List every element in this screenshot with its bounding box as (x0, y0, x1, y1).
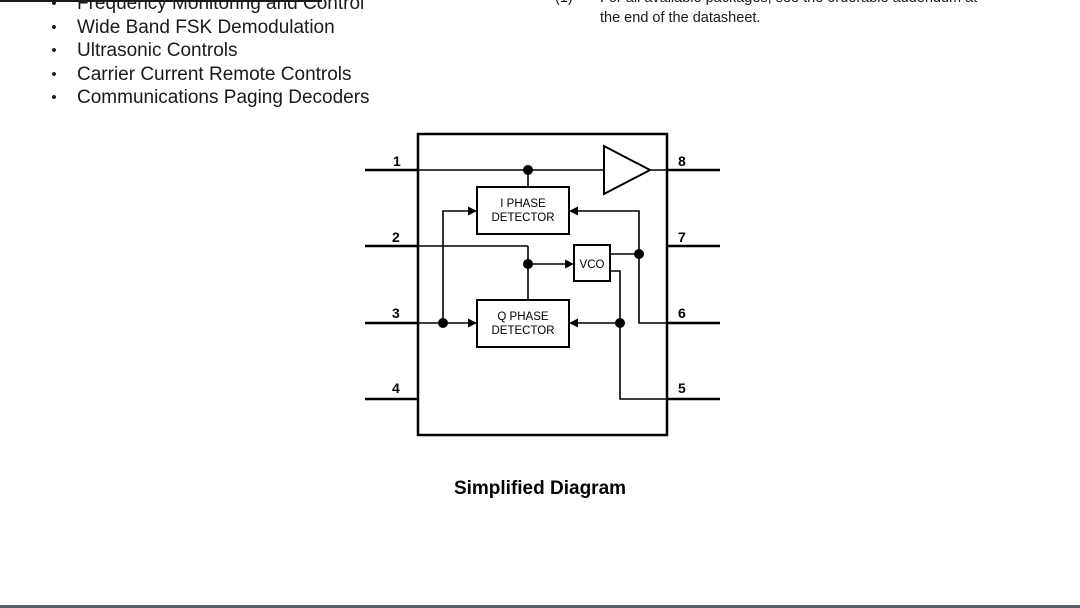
vco-label: VCO (580, 259, 605, 271)
q-phase-label-2: DETECTOR (491, 325, 554, 337)
list-item: • Carrier Current Remote Controls (50, 63, 370, 87)
bottom-edge-bar (0, 605, 1080, 608)
amplifier-icon (603, 144, 653, 196)
junction-dot (615, 318, 625, 328)
pin-4-label: 4 (392, 380, 400, 396)
i-phase-label-1: I PHASE (500, 198, 546, 210)
top-rule (0, 0, 322, 2)
list-item-text: Frequency Monitoring and Control (77, 0, 365, 14)
wire-pin7-node-to-pin6 (638, 254, 667, 324)
bullet-icon: • (51, 89, 57, 106)
bullet-icon: • (51, 0, 57, 12)
wire-vco-to-pin5 (610, 270, 667, 400)
pin-1-label: 1 (393, 153, 401, 169)
pin-6-label: 6 (678, 305, 686, 321)
i-phase-detector-block (476, 186, 570, 235)
wire-pin7-feedback-iphase (569, 206, 640, 254)
applications-list: • Frequency Monitoring and Control • Wide … (50, 0, 370, 110)
wire-pin3-to-iphase (442, 206, 477, 323)
q-phase-label-1: Q PHASE (497, 311, 548, 323)
list-item-text: Ultrasonic Controls (77, 40, 238, 61)
bullet-icon: • (51, 65, 57, 83)
junction-dot (634, 249, 644, 259)
junction-dot (523, 259, 533, 269)
junction-dot (523, 165, 533, 175)
pin-2-label: 2 (392, 229, 400, 245)
bullet-icon: • (51, 18, 57, 36)
junction-dot (438, 318, 448, 328)
q-phase-detector-block (476, 299, 570, 348)
pin-7-label: 7 (678, 229, 686, 245)
list-item-text: Wide Band FSK Demodulation (77, 16, 335, 38)
footnote-line-1: For all available packages, see the orde… (600, 0, 977, 8)
i-phase-label-2: DETECTOR (491, 212, 554, 224)
pin-3-label: 3 (392, 305, 400, 321)
footnote-line-2: the end of the datasheet. (600, 10, 761, 26)
list-item-text: Carrier Current Remote Controls (77, 63, 352, 85)
pin-5-label: 5 (678, 380, 686, 396)
list-item: • Wide Band FSK Demodulation (50, 16, 370, 40)
list-item: • Frequency Monitoring and Control (50, 0, 370, 16)
list-item-text: Communications Paging Decoders (77, 87, 370, 108)
pin-8-label: 8 (678, 153, 686, 169)
footnote-marker: (1) (555, 0, 573, 8)
vco-block (573, 244, 611, 282)
bullet-icon: • (51, 42, 57, 59)
ic-package-outline (416, 132, 669, 437)
list-item: • Ultrasonic Controls (50, 39, 370, 63)
diagram-caption: Simplified Diagram (453, 478, 627, 499)
list-item: • Communications Paging Decoders (50, 86, 370, 110)
